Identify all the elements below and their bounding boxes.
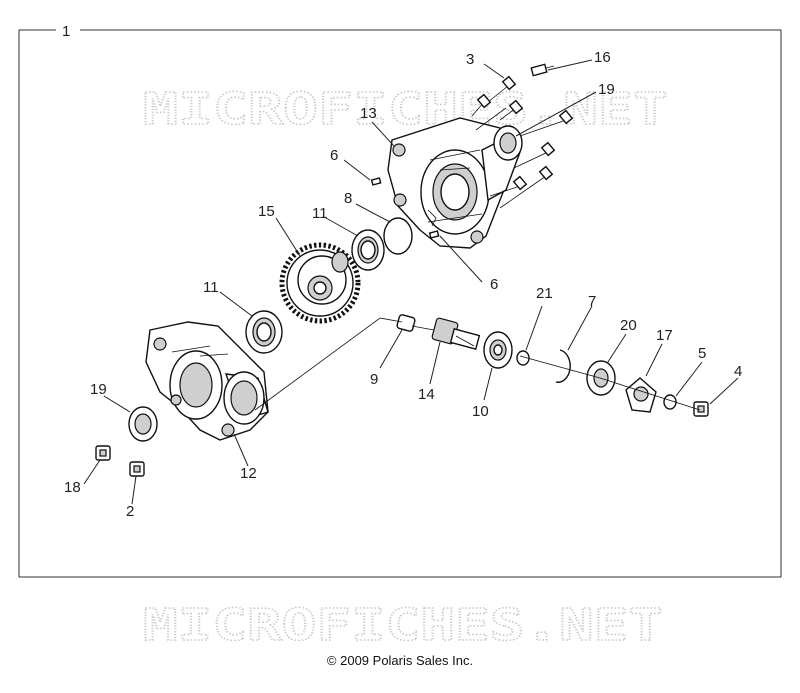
callout-19-upper: 19 [598, 81, 615, 98]
housing-bolts [471, 75, 574, 209]
callout-14: 14 [418, 386, 435, 403]
dowel-pin-upper [370, 177, 382, 186]
callout-3: 3 [466, 51, 474, 68]
upper-bearing [351, 229, 385, 271]
lower-seal [128, 406, 158, 442]
callout-2: 2 [126, 503, 134, 520]
upper-housing-cover [387, 117, 521, 249]
watermark-top: MICROFICHES.NET [143, 84, 668, 135]
callout-11-upper: 11 [312, 205, 328, 222]
callout-7: 7 [588, 293, 596, 310]
callout-16: 16 [594, 49, 611, 66]
callout-9: 9 [370, 371, 378, 388]
callout-6-upper: 6 [330, 147, 338, 164]
callout-17: 17 [656, 327, 673, 344]
callout-18: 18 [64, 479, 81, 496]
callout-21: 21 [536, 285, 553, 302]
pinion-bearing [483, 331, 513, 369]
callout-20: 20 [620, 317, 637, 334]
main-housing [145, 321, 269, 441]
callout-numbers: 3 16 19 13 6 8 11 15 6 11 21 7 20 17 5 4… [64, 49, 742, 520]
ring-gear [279, 242, 361, 324]
callout-19-lower: 19 [90, 381, 107, 398]
retaining-ring [555, 349, 571, 383]
lower-bearing [245, 310, 283, 354]
callout-5: 5 [698, 345, 706, 362]
pinion-o-ring [516, 350, 530, 366]
pinion-gear [431, 317, 481, 350]
watermark-bottom: MICROFICHES.NET [143, 600, 663, 651]
output-flange [625, 377, 657, 413]
dowel-pin-lower [428, 230, 440, 239]
drain-plug [95, 445, 111, 461]
leader-lines [83, 59, 739, 505]
vent-fitting [530, 63, 555, 77]
fill-plug [129, 461, 145, 477]
callout-11-lower: 11 [203, 279, 219, 296]
needle-bearing [396, 314, 416, 332]
diagram-frame [18, 29, 782, 578]
frame-label: 1 [62, 23, 70, 40]
callout-10: 10 [472, 403, 489, 420]
callout-13: 13 [360, 105, 377, 122]
callout-12: 12 [240, 465, 257, 482]
callout-6-lower: 6 [490, 276, 498, 293]
assembly-centerline [254, 317, 701, 411]
callout-8: 8 [344, 190, 352, 207]
callout-15: 15 [258, 203, 275, 220]
callout-4: 4 [734, 363, 742, 380]
o-ring [383, 217, 413, 255]
copyright-notice: © 2009 Polaris Sales Inc. [326, 653, 474, 668]
upper-seal [493, 125, 523, 161]
